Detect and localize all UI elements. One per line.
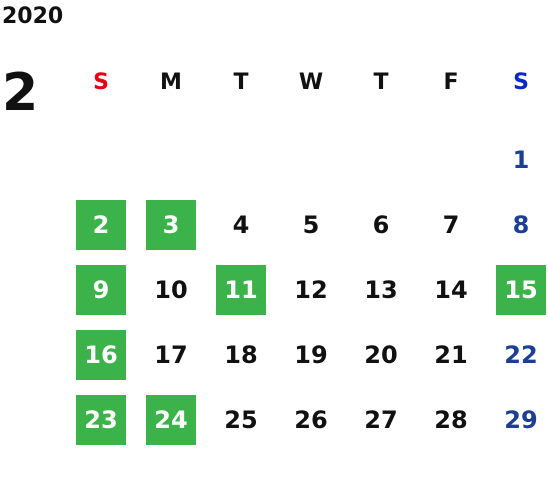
day-cell: 16 <box>66 322 136 387</box>
day-cell: 4 <box>206 192 276 257</box>
weekday-header-friday: F <box>443 69 459 95</box>
weekday-header-wednesday: W <box>298 69 324 95</box>
day-cell: 18 <box>206 322 276 387</box>
date-number[interactable]: 17 <box>154 340 188 369</box>
day-cell: 8 <box>486 192 548 257</box>
day-cell: 24 <box>136 387 206 452</box>
day-cell: 22 <box>486 322 548 387</box>
day-cell <box>346 127 416 192</box>
day-cell: 11 <box>206 257 276 322</box>
day-cell: 15 <box>486 257 548 322</box>
day-cell: 28 <box>416 387 486 452</box>
day-cell: 23 <box>66 387 136 452</box>
date-number[interactable]: 14 <box>434 275 468 304</box>
date-number[interactable]: 19 <box>294 340 328 369</box>
day-cell <box>66 127 136 192</box>
weekday-header-tuesday: T <box>233 69 249 95</box>
date-number[interactable]: 7 <box>442 210 460 239</box>
date-number[interactable]: 12 <box>294 275 328 304</box>
date-number[interactable]: 25 <box>224 405 258 434</box>
date-number[interactable]: 29 <box>504 405 538 434</box>
highlighted-date[interactable]: 3 <box>146 199 196 250</box>
day-cell: 27 <box>346 387 416 452</box>
day-cell: 21 <box>416 322 486 387</box>
date-number[interactable]: 13 <box>364 275 398 304</box>
day-cell: 19 <box>276 322 346 387</box>
day-cell <box>416 127 486 192</box>
day-cell: 20 <box>346 322 416 387</box>
date-number[interactable]: 22 <box>504 340 538 369</box>
day-cell: 17 <box>136 322 206 387</box>
date-number[interactable]: 8 <box>512 210 530 239</box>
date-number[interactable]: 6 <box>372 210 390 239</box>
day-cell: 3 <box>136 192 206 257</box>
highlighted-date[interactable]: 24 <box>146 394 196 445</box>
weekday-header-sunday: S <box>93 69 109 95</box>
day-cell: 29 <box>486 387 548 452</box>
day-cell: 14 <box>416 257 486 322</box>
day-cell: 9 <box>66 257 136 322</box>
day-cell: 6 <box>346 192 416 257</box>
day-cell <box>206 127 276 192</box>
date-number[interactable]: 1 <box>512 145 530 174</box>
date-number[interactable]: 5 <box>302 210 320 239</box>
day-cell: 7 <box>416 192 486 257</box>
date-number[interactable]: 28 <box>434 405 468 434</box>
highlighted-date[interactable]: 15 <box>496 264 546 315</box>
highlighted-date[interactable]: 23 <box>76 394 126 445</box>
day-cell: 5 <box>276 192 346 257</box>
day-cell <box>276 127 346 192</box>
date-number[interactable]: 21 <box>434 340 468 369</box>
date-number[interactable]: 4 <box>232 210 250 239</box>
day-cell: 13 <box>346 257 416 322</box>
weekday-header-thursday: T <box>373 69 389 95</box>
highlighted-date[interactable]: 2 <box>76 199 126 250</box>
day-cell <box>136 127 206 192</box>
day-cell: 12 <box>276 257 346 322</box>
highlighted-date[interactable]: 16 <box>76 329 126 380</box>
year-label: 2020 <box>2 4 64 29</box>
day-cell: 26 <box>276 387 346 452</box>
day-cell: 10 <box>136 257 206 322</box>
date-number[interactable]: 20 <box>364 340 398 369</box>
highlighted-date[interactable]: 9 <box>76 264 126 315</box>
date-number[interactable]: 26 <box>294 405 328 434</box>
weekday-header-monday: M <box>160 69 182 95</box>
day-cell: 25 <box>206 387 276 452</box>
date-number[interactable]: 27 <box>364 405 398 434</box>
month-number: 2 <box>2 63 39 123</box>
weekday-header-saturday: S <box>513 69 529 95</box>
day-cell: 2 <box>66 192 136 257</box>
date-number[interactable]: 10 <box>154 275 188 304</box>
highlighted-date[interactable]: 11 <box>216 264 266 315</box>
day-cell: 1 <box>486 127 548 192</box>
date-number[interactable]: 18 <box>224 340 258 369</box>
